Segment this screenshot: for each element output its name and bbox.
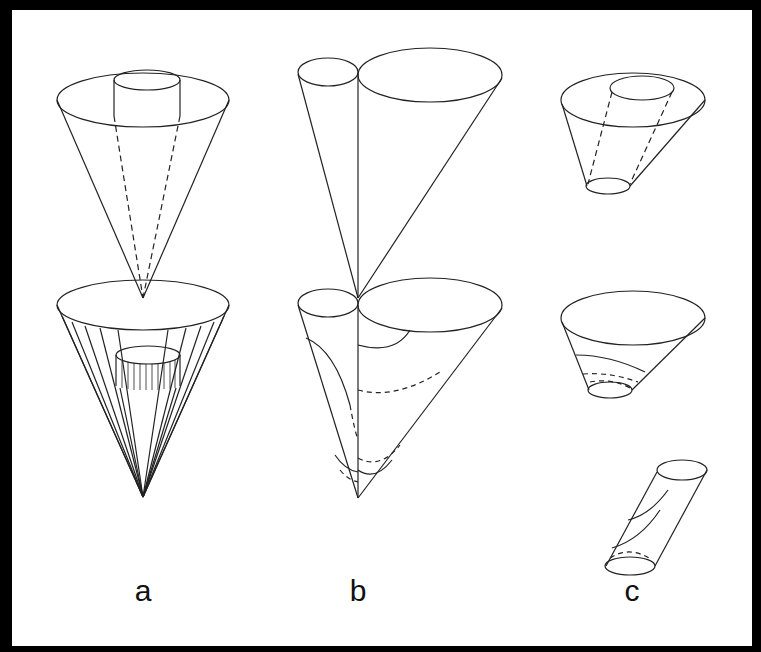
ruled-cone xyxy=(57,280,229,497)
cone-with-cylinder xyxy=(57,70,229,298)
panel-letter: b xyxy=(350,576,367,606)
white-ground xyxy=(12,10,752,646)
twin-cones xyxy=(298,48,502,298)
frustum-with-cylinder xyxy=(561,73,705,194)
panel-letter: a xyxy=(135,576,152,606)
twin-cones-geodesics xyxy=(298,278,502,498)
oblique-cylinder xyxy=(605,460,707,575)
frustum-geodesics xyxy=(561,291,705,398)
panel-letter: c xyxy=(625,576,640,606)
